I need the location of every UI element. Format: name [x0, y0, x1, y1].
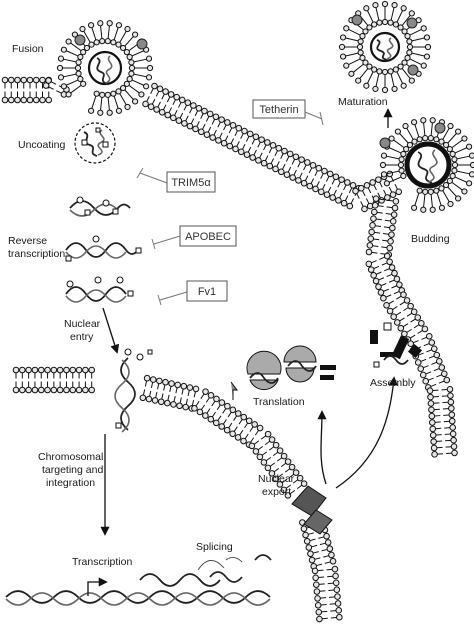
translation-label: Translation — [253, 396, 305, 408]
trim5a-inhibition: TRIM5α — [136, 167, 216, 193]
plasma-membrane-top — [142, 82, 403, 213]
tetherin-inhibition: Tetherin — [252, 99, 324, 126]
fusing-virion — [87, 50, 123, 86]
chromosomal-label-line1: Chromosomal — [38, 451, 103, 463]
tetherin-label: Tetherin — [259, 104, 298, 116]
reverse-transcription-complex-1 — [69, 196, 131, 217]
reverse-transcription-label-line2: transcription — [8, 248, 65, 260]
splicing-label: Splicing — [196, 541, 233, 553]
reverse-transcription-complex-2 — [65, 235, 142, 262]
ribosomes — [230, 345, 336, 400]
plasma-membrane-right — [365, 195, 458, 458]
fv1-label: Fv1 — [198, 286, 216, 298]
viral-transcripts — [139, 554, 272, 587]
budding-label: Budding — [411, 233, 450, 245]
uncoating-label: Uncoating — [18, 139, 65, 151]
assembly-label: Assembly — [370, 377, 416, 389]
mature-virion — [351, 14, 419, 76]
fv1-inhibition: Fv1 — [157, 280, 228, 306]
fusing-virion-envelope — [56, 20, 154, 116]
budding-virion-envelope — [379, 117, 474, 213]
plasma-membrane-left — [1, 76, 70, 104]
nuclear-entry-label-line1: Nuclear — [64, 318, 101, 330]
pre-integration-complex — [65, 276, 134, 303]
mature-virion-envelope — [338, 0, 432, 94]
fusion-label: Fusion — [12, 43, 44, 55]
integrating-dna — [114, 348, 153, 433]
maturation-label: Maturation — [338, 96, 388, 108]
nuclear-envelope-left — [12, 366, 95, 394]
transcription-label: Transcription — [72, 556, 132, 568]
trim5a-label: TRIM5α — [171, 177, 211, 189]
assembly-components — [370, 322, 423, 368]
nuclear-export-label-line2: export — [262, 486, 291, 498]
nuclear-entry-arrow — [102, 307, 120, 354]
apobec-label: APOBEC — [185, 231, 231, 243]
export-to-assembly-arrow — [335, 376, 398, 489]
chromosomal-label-line3: integration — [46, 477, 95, 489]
reverse-transcription-label-line1: Reverse — [8, 235, 47, 247]
nuclear-entry-label-line2: entry — [70, 331, 94, 343]
export-to-translation-arrow — [317, 410, 327, 485]
nuclear-envelope-upper — [139, 374, 308, 499]
nuclear-export-label-line1: Nuclear — [258, 473, 295, 485]
nuclear-pore-complex — [291, 485, 333, 535]
host-genome — [5, 577, 271, 606]
uncoating-capsid — [74, 122, 116, 164]
budding-virion — [379, 122, 452, 189]
chromosomal-label-line2: targeting and — [42, 464, 103, 476]
apobec-inhibition: APOBEC — [151, 225, 237, 250]
